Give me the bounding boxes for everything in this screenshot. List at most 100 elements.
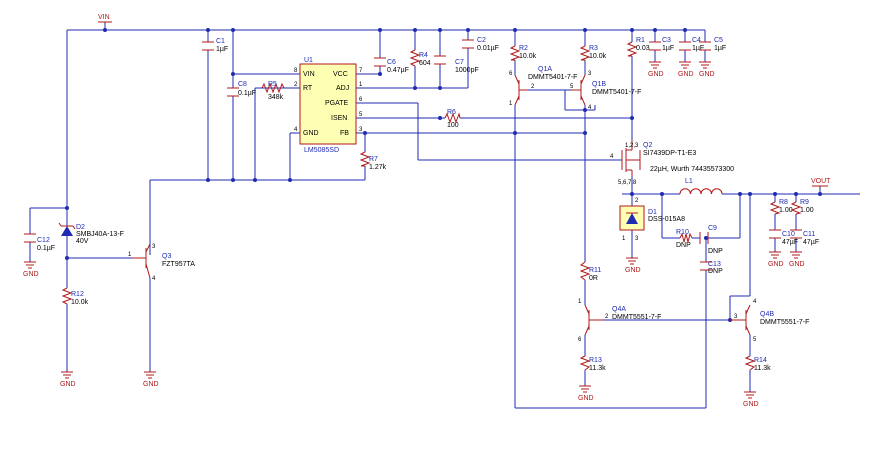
svg-text:1µF: 1µF	[662, 45, 674, 52]
svg-text:C5: C5	[714, 37, 723, 44]
net-vout: VOUT	[811, 178, 831, 187]
svg-text:0R: 0R	[589, 275, 598, 282]
gnd-c12: GND	[23, 261, 39, 278]
svg-text:11.3k: 11.3k	[589, 365, 606, 372]
svg-text:C1: C1	[216, 38, 225, 45]
svg-text:GND: GND	[768, 261, 784, 268]
resistor-r12: R12 10.0k	[61, 287, 89, 306]
capacitor-c4: C4 1µF	[679, 37, 704, 52]
wires	[29, 22, 860, 409]
gnd-c3: GND	[648, 61, 664, 78]
u1-pin-vcc: VCC	[333, 71, 348, 78]
capacitor-c3: C3 1µF	[649, 37, 674, 52]
resistor-r14: R14 11.3k	[744, 355, 771, 372]
resistor-r9: R9 1.00	[790, 199, 814, 215]
resistor-r11: R11 0R	[579, 261, 601, 282]
svg-text:5: 5	[570, 84, 574, 90]
u1-pin-vin: VIN	[303, 71, 315, 78]
svg-text:2: 2	[531, 84, 535, 90]
svg-text:C11: C11	[803, 231, 815, 238]
svg-text:1,2,3: 1,2,3	[625, 143, 639, 149]
svg-text:4: 4	[753, 299, 757, 305]
diode-d2: D2 SMBJ40A-13-F 40V	[58, 218, 124, 245]
svg-text:0.03: 0.03	[636, 45, 650, 52]
capacitor-c5: C5 1µF	[699, 37, 726, 52]
svg-text:GND: GND	[699, 71, 715, 78]
vout-label: VOUT	[811, 178, 831, 185]
transistor-q4a: Q4A DMMT5551-7-F 1 2 6	[578, 299, 661, 343]
capacitor-c13: C13 DNP	[700, 261, 723, 275]
gnd-d1: GND	[625, 257, 641, 274]
capacitor-c8: C8 0.1µF	[227, 81, 256, 97]
svg-text:C4: C4	[692, 37, 701, 44]
u1-pin-adj: ADJ	[336, 85, 349, 92]
mosfet-q2: Q2 SI7439DP-T1-E3 1,2,3 4 5,6,7,8	[610, 140, 696, 186]
resistor-r3: R3 10.0k	[579, 45, 607, 61]
net-vin: VIN	[98, 14, 112, 23]
svg-text:R12: R12	[71, 291, 84, 298]
svg-text:1000pF: 1000pF	[455, 67, 479, 74]
transistor-q3: Q3 FZT957TA 1 3 4	[128, 243, 195, 282]
capacitor-c12: C12 0.1µF	[24, 233, 55, 252]
svg-text:GND: GND	[678, 71, 694, 78]
svg-text:C10: C10	[782, 231, 795, 238]
svg-text:Q1B: Q1B	[592, 81, 606, 88]
svg-text:100: 100	[447, 122, 459, 129]
svg-text:0.01µF: 0.01µF	[477, 45, 499, 52]
svg-text:R4: R4	[419, 52, 428, 59]
svg-text:1µF: 1µF	[692, 45, 704, 52]
svg-text:R7: R7	[369, 156, 378, 163]
svg-text:DMMT5401-7-F: DMMT5401-7-F	[592, 89, 641, 96]
u1-ref: U1	[304, 57, 313, 64]
capacitor-c9: C9 DNP	[699, 225, 723, 255]
svg-text:4: 4	[588, 105, 592, 111]
svg-text:2: 2	[635, 198, 639, 204]
svg-text:DMMT5401-7-F: DMMT5401-7-F	[528, 74, 577, 81]
svg-text:DNP: DNP	[708, 268, 723, 275]
svg-text:3: 3	[588, 71, 592, 77]
svg-text:47µF: 47µF	[782, 239, 798, 246]
resistor-r4: R4 604	[409, 49, 431, 67]
svg-text:5: 5	[359, 112, 363, 118]
svg-text:D1: D1	[648, 209, 657, 216]
svg-text:1.00: 1.00	[800, 207, 814, 214]
svg-text:C8: C8	[238, 81, 247, 88]
svg-text:GND: GND	[23, 271, 39, 278]
svg-text:6: 6	[578, 337, 582, 343]
svg-text:0.1µF: 0.1µF	[238, 90, 256, 97]
svg-text:4: 4	[152, 276, 156, 282]
svg-text:C6: C6	[387, 59, 396, 66]
svg-text:1: 1	[509, 101, 513, 107]
resistor-r8: R8 1.00	[769, 199, 793, 215]
svg-text:R11: R11	[589, 267, 601, 274]
u1-pin-rt: RT	[303, 85, 313, 92]
resistor-r5: R5 348k	[261, 81, 285, 101]
svg-text:1: 1	[578, 299, 582, 305]
svg-text:3: 3	[359, 127, 363, 133]
svg-text:3: 3	[152, 244, 156, 250]
gnd-c11: GND	[789, 251, 805, 268]
svg-text:0.47µF: 0.47µF	[387, 67, 409, 74]
svg-text:1µF: 1µF	[714, 45, 726, 52]
svg-text:1.27k: 1.27k	[369, 164, 387, 171]
svg-text:Q1A: Q1A	[538, 66, 552, 73]
svg-text:7: 7	[359, 68, 363, 74]
svg-text:1: 1	[622, 236, 626, 242]
svg-text:DMMT5551-7-F: DMMT5551-7-F	[612, 314, 661, 321]
svg-text:DNP: DNP	[708, 248, 723, 255]
svg-text:22µH, Wurth 74435573300: 22µH, Wurth 74435573300	[650, 166, 734, 173]
svg-text:R1: R1	[636, 37, 645, 44]
svg-text:GND: GND	[743, 401, 759, 408]
u1-part: LM5085SD	[304, 147, 339, 154]
gnd-c4: GND	[678, 61, 694, 78]
capacitor-c6: C6 0.47µF	[374, 57, 409, 74]
svg-text:3: 3	[734, 314, 738, 320]
svg-text:1.00: 1.00	[779, 207, 793, 214]
svg-text:604: 604	[419, 60, 431, 67]
transistor-q1a: Q1A DMMT5401-7-F 6 2 1	[509, 66, 577, 107]
svg-text:C9: C9	[708, 225, 717, 232]
svg-text:R2: R2	[519, 45, 528, 52]
svg-text:1: 1	[128, 252, 132, 258]
u1-pin-fb: FB	[340, 130, 349, 137]
svg-text:DMMT5551-7-F: DMMT5551-7-F	[760, 319, 809, 326]
